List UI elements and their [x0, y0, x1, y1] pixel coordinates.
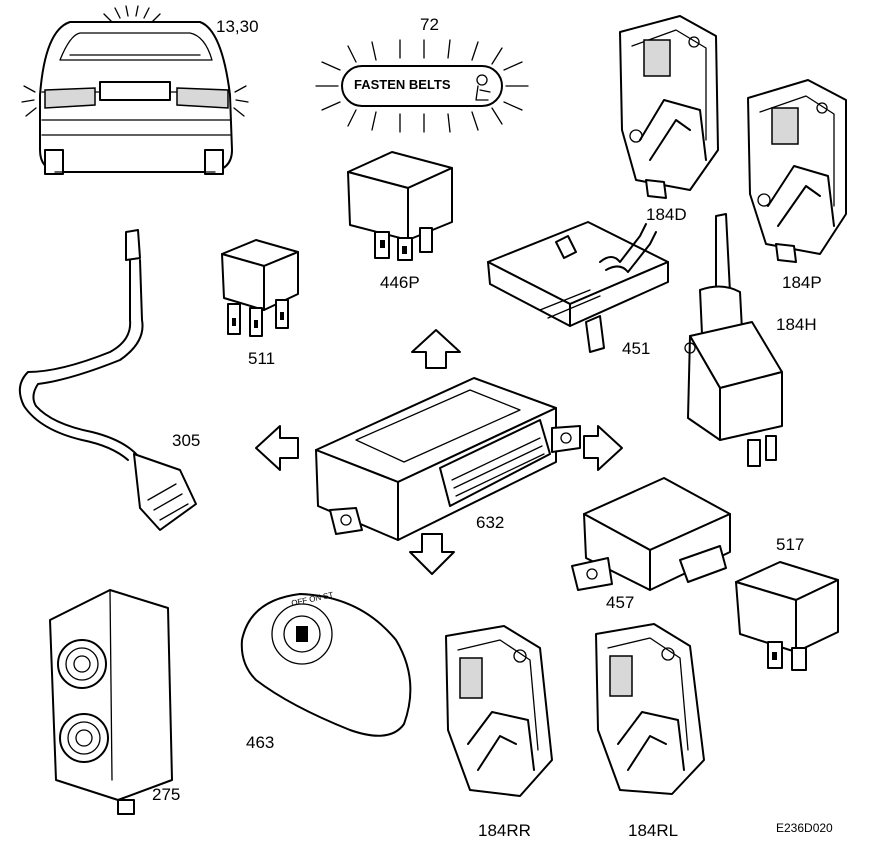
door-lock-184p-illustration [747, 79, 847, 263]
central-module-632-illustration [315, 377, 581, 541]
sensor-lead-305-illustration [18, 229, 197, 531]
label-alarm-sounder-275: 275 [152, 785, 181, 804]
label-relay-511: 511 [248, 349, 276, 368]
tailgate-actuator-184h-illustration [684, 213, 783, 467]
label-door-lock-184rr: 184RR [478, 821, 531, 840]
label-relay-517: 517 [776, 535, 805, 554]
figure-reference: E236D020 [776, 821, 833, 835]
label-relay-446p: 446P [380, 273, 420, 292]
relay-517-illustration [735, 561, 839, 671]
label-door-lock-184d: 184D [646, 205, 687, 224]
arrow-down [409, 533, 455, 575]
warning-lamp-text: FASTEN BELTS [354, 77, 451, 92]
relay-511-illustration [221, 239, 299, 337]
label-rear-lamps: 13,30 [216, 17, 259, 36]
arrow-up [411, 329, 461, 369]
rear-car-illustration [21, 5, 249, 175]
door-lock-184rl-illustration [595, 623, 705, 795]
label-central-module-632: 632 [476, 513, 505, 532]
label-door-lock-184p: 184P [782, 273, 822, 292]
label-module-451: 451 [622, 339, 651, 358]
direction-arrows [255, 329, 623, 575]
door-lock-184d-illustration [619, 15, 719, 199]
arrow-left [255, 425, 299, 471]
label-warning-lamp: 72 [420, 15, 439, 34]
door-lock-184rr-illustration [445, 625, 553, 797]
ignition-switch-463-illustration: OFF ON ST [240, 590, 412, 737]
alarm-sounder-275-illustration [49, 589, 173, 815]
arrow-right [583, 425, 623, 471]
relay-446p-illustration [347, 151, 453, 261]
label-door-lock-184rl: 184RL [628, 821, 679, 840]
module-457-illustration [571, 477, 731, 591]
label-tailgate-actuator-184h: 184H [776, 315, 817, 334]
module-451-illustration [487, 221, 669, 353]
label-module-457: 457 [606, 593, 635, 612]
label-ignition-switch-463: 463 [246, 733, 275, 752]
label-sensor-lead-305: 305 [172, 431, 201, 450]
fasten-belts-warning-lamp [315, 39, 529, 133]
